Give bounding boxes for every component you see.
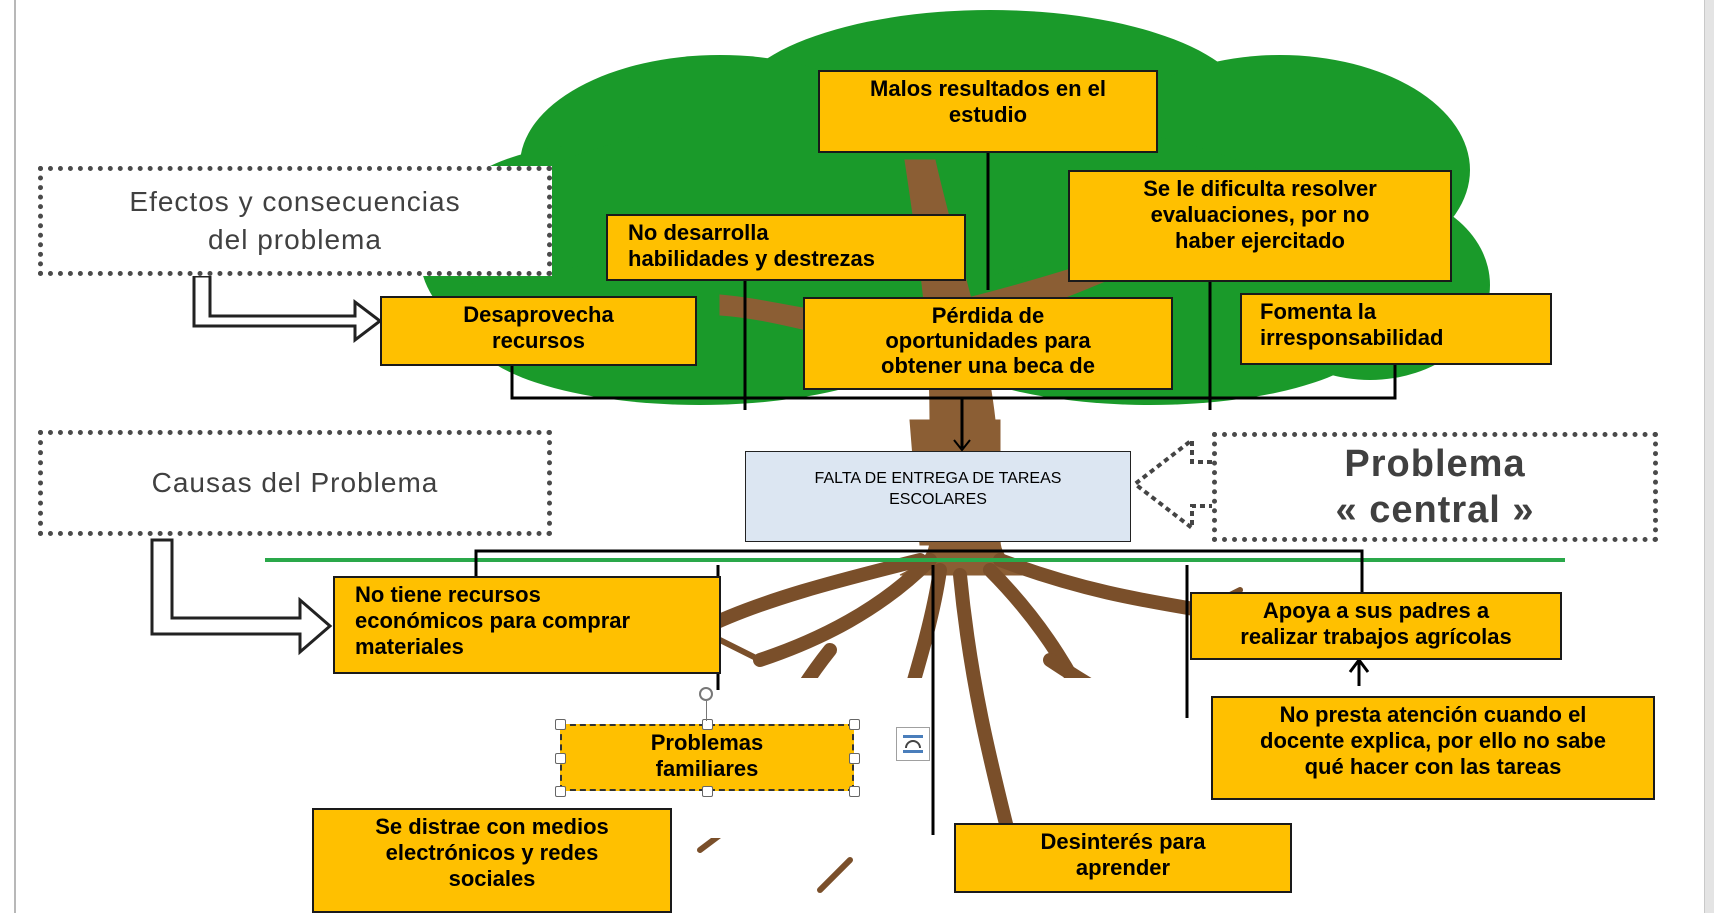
problem-central-label: Problema « central » [1212, 432, 1658, 542]
problem-title: Problema [1344, 443, 1526, 485]
hollow-arrow-icon [192, 274, 383, 344]
resize-handle[interactable] [849, 786, 860, 797]
causes-label: Causas del Problema [38, 430, 552, 536]
dashed-arrow-icon [1131, 435, 1212, 533]
connector-lines [474, 150, 1397, 835]
resize-handle[interactable] [849, 753, 860, 764]
central-problem-box[interactable]: FALTA DE ENTREGA DE TAREAS ESCOLARES [745, 451, 1131, 542]
resize-handle[interactable] [555, 753, 566, 764]
effect-dificulta[interactable]: Se le dificulta resolver evaluaciones, p… [1068, 170, 1452, 282]
resize-handle[interactable] [849, 719, 860, 730]
resize-handle[interactable] [555, 786, 566, 797]
cause-no-recursos[interactable]: No tiene recursos económicos para compra… [333, 576, 721, 674]
slide-frame-left [14, 0, 16, 913]
layout-options-icon[interactable] [896, 727, 930, 761]
effect-malos-resultados[interactable]: Malos resultados en el estudio [818, 70, 1158, 153]
hollow-arrow-icon [150, 538, 333, 656]
effect-fomenta[interactable]: Fomenta la irresponsabilidad [1240, 293, 1552, 365]
resize-handle[interactable] [702, 719, 713, 730]
cause-no-presta-atencion[interactable]: No presta atención cuando el docente exp… [1211, 696, 1655, 800]
scrollbar[interactable] [1704, 0, 1714, 913]
effect-no-desarrolla[interactable]: No desarrolla habilidades y destrezas [606, 214, 966, 281]
cause-desinteres[interactable]: Desinterés para aprender [954, 823, 1292, 893]
rotate-stem [706, 701, 707, 721]
effect-perdida[interactable]: Pérdida de oportunidades para obtener un… [803, 297, 1173, 390]
cause-problemas-familiares[interactable]: Problemas familiares [560, 724, 854, 791]
effect-desaprovecha[interactable]: Desaprovecha recursos [380, 296, 697, 366]
rotate-handle-icon[interactable] [699, 687, 713, 701]
effects-label: Efectos y consecuencias del problema [38, 166, 552, 276]
up-arrow [1348, 657, 1370, 673]
cause-se-distrae[interactable]: Se distrae con medios electrónicos y red… [312, 808, 672, 913]
cause-apoya-padres[interactable]: Apoya a sus padres a realizar trabajos a… [1190, 592, 1562, 660]
problem-subtitle: « central » [1335, 489, 1535, 531]
resize-handle[interactable] [702, 786, 713, 797]
resize-handle[interactable] [555, 719, 566, 730]
